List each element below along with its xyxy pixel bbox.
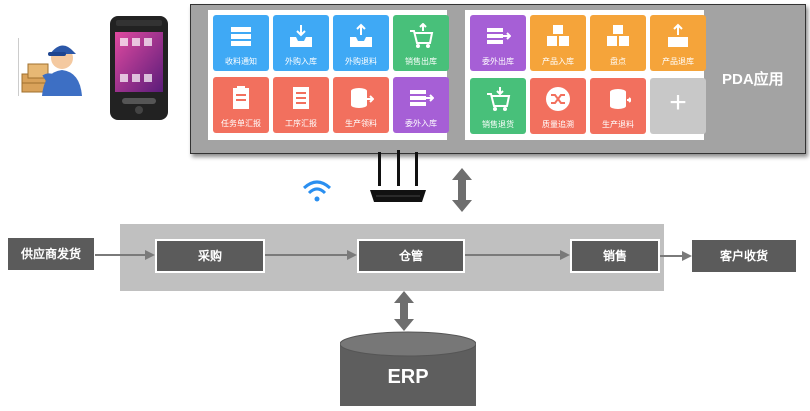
purchase-label: 采购	[197, 249, 222, 263]
pda-device-icon	[108, 14, 170, 122]
stack-out-icon	[487, 28, 511, 44]
pda-tile-label: 收料通知	[225, 57, 257, 66]
boxes-check-icon	[607, 25, 629, 46]
pda-tile[interactable]: 产品入库	[530, 15, 586, 71]
sync-arrow-top	[452, 168, 472, 212]
sales-label: 销售	[602, 249, 627, 263]
pda-tile[interactable]: 外购退料	[333, 15, 389, 71]
inbox-out-icon	[350, 23, 372, 47]
sync-arrow-bottom	[394, 291, 414, 331]
pda-tile[interactable]: 盘点	[590, 15, 646, 71]
pda-tile-label: 委外入库	[405, 119, 437, 128]
pda-tile[interactable]: 委外出库	[470, 15, 526, 71]
pda-tile-label: 销售退货	[482, 120, 514, 129]
pda-tile-label: 产品退库	[662, 57, 694, 66]
wifi-icon	[300, 174, 334, 204]
erp-database-icon	[339, 330, 477, 406]
shuffle-icon	[546, 87, 570, 111]
pda-tile[interactable]: 外购入库	[273, 15, 329, 71]
pda-tile[interactable]: 委外入库	[393, 77, 449, 133]
inbox-in-icon	[290, 25, 312, 47]
pda-tile[interactable]: 收料通知	[213, 15, 269, 71]
database-back-icon	[610, 89, 631, 109]
pda-tile-label: 任务单汇报	[221, 119, 261, 128]
pda-tile-label: 盘点	[610, 57, 626, 66]
pda-tile[interactable]: 销售退货	[470, 78, 526, 134]
document-icon	[293, 87, 309, 109]
pda-tile[interactable]: 质量追溯	[530, 78, 586, 134]
cart-up-icon	[410, 23, 434, 48]
customer-box: 客户收货	[692, 240, 796, 272]
pda-tile[interactable]: 生产领料	[333, 77, 389, 133]
router-icon	[368, 150, 428, 206]
warehouse-label: 仓管	[398, 249, 423, 263]
pda-tile-label: 委外出库	[482, 57, 514, 66]
erp-label: ERP	[387, 366, 429, 388]
pda-title: PDA应用	[722, 71, 784, 88]
pda-tile-label: 外购退料	[345, 57, 377, 66]
pda-tile-label: 工序汇报	[285, 119, 317, 128]
pda-tile[interactable]: 任务单汇报	[213, 77, 269, 133]
pda-tile[interactable]: 生产退料	[590, 78, 646, 134]
pda-tile-add[interactable]: +	[650, 78, 706, 134]
clipboard-icon	[233, 86, 249, 109]
divider	[18, 38, 19, 96]
warehouse-box: 仓管	[357, 239, 465, 273]
box-up-icon	[668, 23, 688, 47]
pda-tile-label: 产品入库	[542, 57, 574, 66]
stack-arrow-icon	[410, 90, 434, 106]
plus-icon: +	[669, 86, 687, 119]
pda-tile-label: 生产退料	[602, 120, 634, 129]
database-arrow-icon	[351, 88, 374, 108]
boxes-icon	[547, 25, 569, 46]
pda-tile-label: 生产领料	[345, 119, 377, 128]
pda-tile[interactable]: 产品退库	[650, 15, 706, 71]
sales-box: 销售	[570, 239, 660, 273]
stack-icon	[231, 27, 251, 46]
purchase-box: 采购	[155, 239, 265, 273]
pda-tile[interactable]: 销售出库	[393, 15, 449, 71]
supplier-box: 供应商发货	[8, 238, 94, 270]
customer-label: 客户收货	[719, 249, 768, 263]
cart-down-icon	[487, 87, 511, 111]
pda-tile-label: 销售出库	[405, 57, 437, 66]
courier-illustration	[18, 34, 90, 98]
pda-tile-label: 外购入库	[285, 57, 317, 66]
supplier-label: 供应商发货	[20, 247, 81, 261]
pda-tile[interactable]: 工序汇报	[273, 77, 329, 133]
pda-tile-label: 质量追溯	[542, 120, 574, 129]
